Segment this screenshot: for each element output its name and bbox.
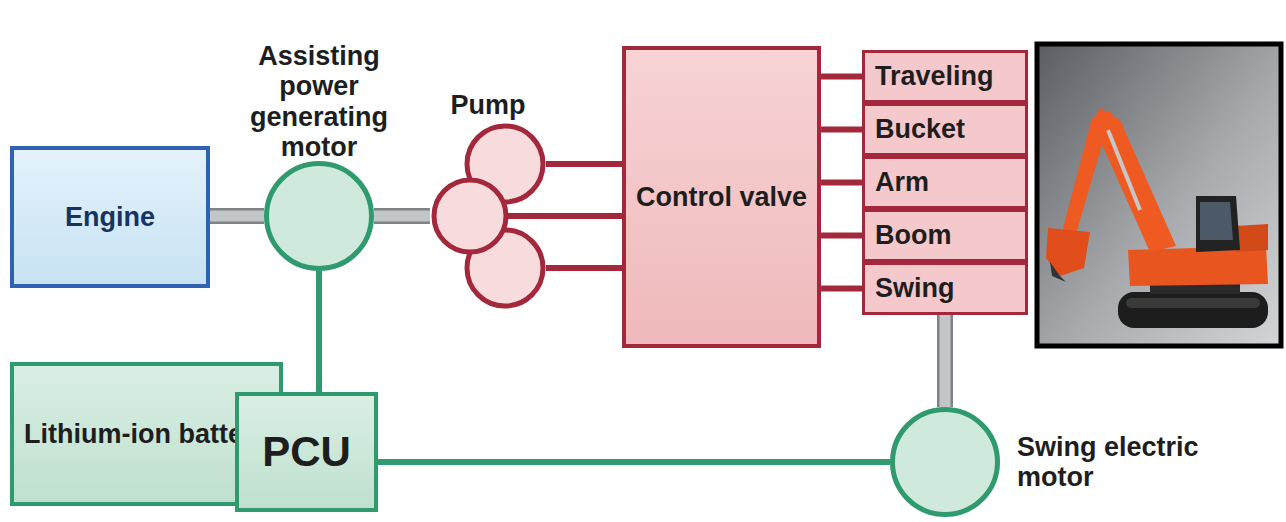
node-label: Bucket [875,114,965,144]
hydraulic-line [821,288,862,289]
drive-shaft [210,216,264,217]
electric-line [378,462,890,463]
actuator-box: Swing [862,262,1028,315]
control-valve-box: Control valve [622,46,821,348]
node-label: Control valve [636,182,807,212]
node-label: Swing [875,273,955,303]
hydraulic-line [821,129,862,130]
hydraulic-line [821,76,862,77]
node-label: Assisting power generating motor [224,41,414,166]
drive-shaft [945,315,946,407]
pump-group: Pump [430,124,546,310]
excavator-illustration [1046,108,1268,328]
node-label: Swing electric motor [995,432,1267,492]
node-label: Engine [65,202,155,232]
node-label: Arm [875,167,929,197]
actuator-box: Bucket [862,103,1028,156]
node-label: Traveling [875,61,994,91]
hydraulic-line [821,235,862,236]
actuator-box: Arm [862,156,1028,209]
drive-shaft [374,216,430,217]
node-label: PCU [262,428,351,475]
engine-box: Engine [10,146,210,288]
actuator-box: Traveling [862,50,1028,103]
node-label: Pump [418,90,558,124]
node-label: Lithium-ion battery [24,419,269,449]
pcu-box: PCU [235,392,378,512]
hydraulic-line [821,182,862,183]
pump-symbol [430,124,546,310]
swing-motor-circle: Swing electric motor [890,407,1000,517]
motor-circle: Assisting power generating motor [264,161,374,271]
hydraulic-line [546,164,622,268]
node-label: Boom [875,220,952,250]
actuator-box: Boom [862,209,1028,262]
electric-line [319,271,320,392]
